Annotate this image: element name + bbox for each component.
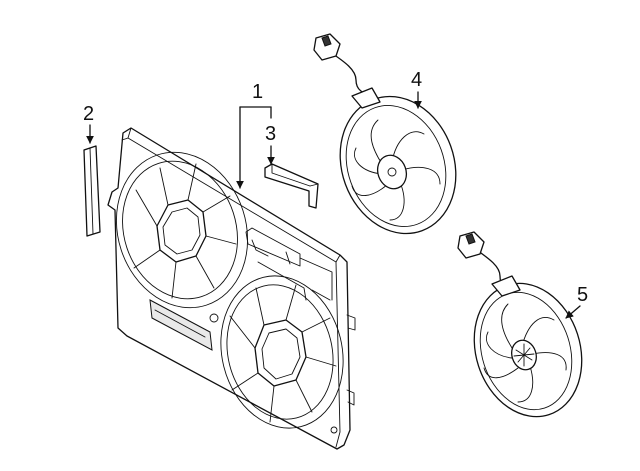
fan-shroud-part-1[interactable] (97, 127, 359, 450)
fan-motor-part-4[interactable] (313, 33, 475, 250)
callout-label-2: 2 (83, 103, 94, 125)
callout-label-5: 5 (577, 284, 588, 306)
callout-label-3: 3 (265, 123, 276, 145)
callout-label-1: 1 (252, 81, 263, 103)
callout-label-4: 4 (411, 69, 422, 91)
callout-5: 5 (565, 284, 588, 319)
seal-bracket-part-3[interactable] (264, 163, 319, 209)
fan-motor-part-5[interactable] (457, 231, 599, 431)
callout-2: 2 (83, 103, 94, 144)
callout-3: 3 (265, 123, 276, 165)
callout-4: 4 (411, 69, 422, 109)
callout-1: 1 (236, 81, 272, 189)
seal-strip-part-2[interactable] (83, 145, 101, 237)
